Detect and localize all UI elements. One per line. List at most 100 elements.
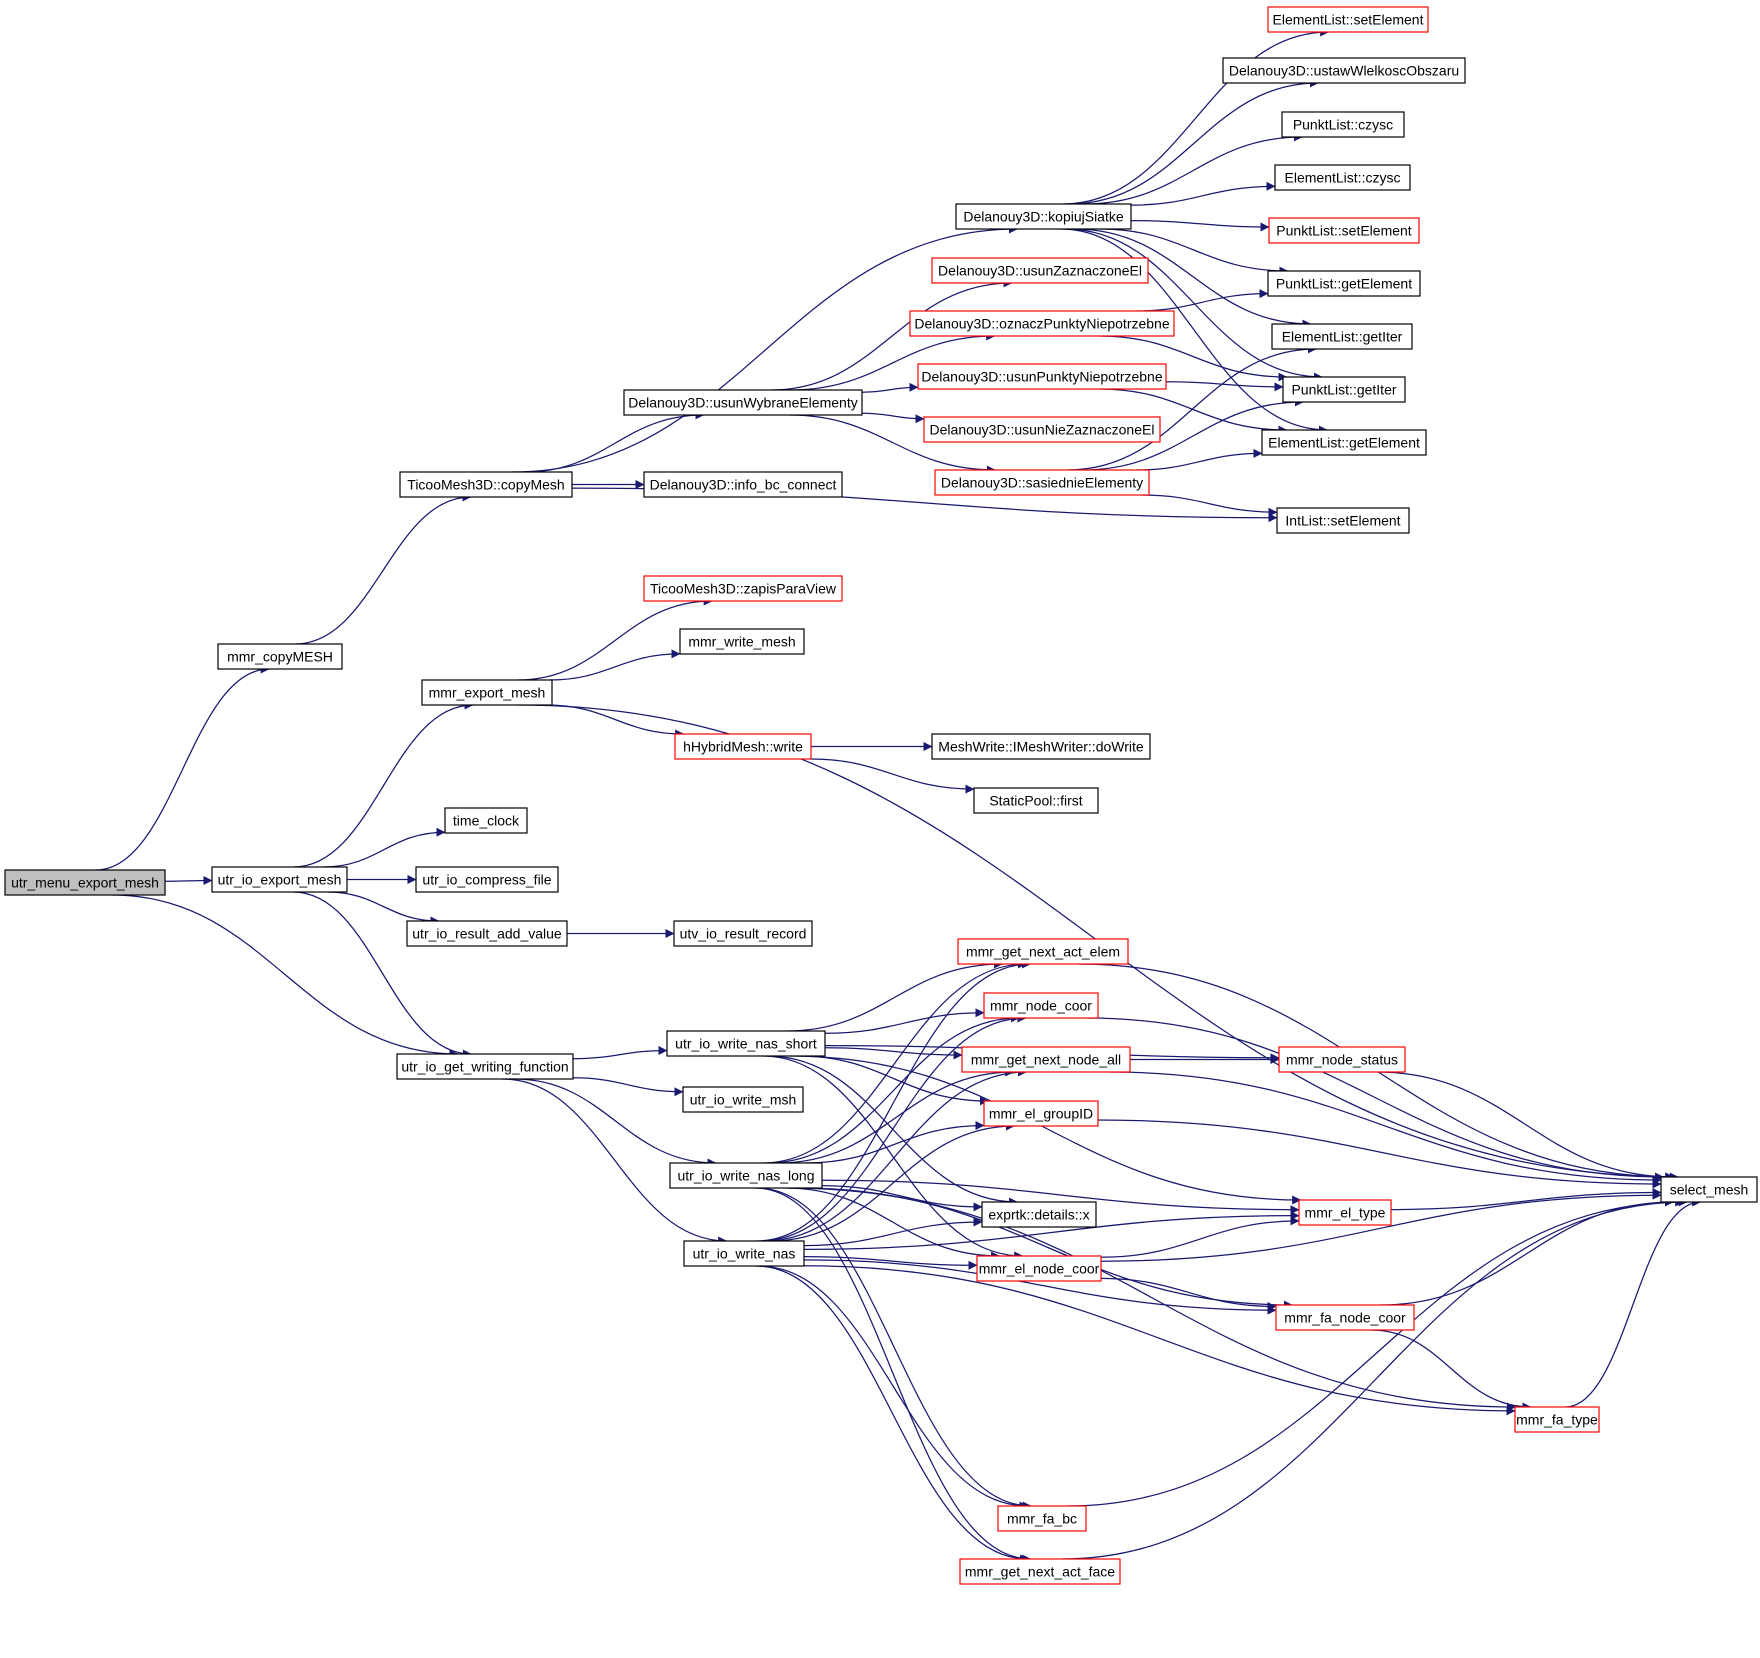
node-timeClock[interactable]: time_clock [444, 807, 528, 834]
node-nasShort[interactable]: utr_io_write_nas_short [666, 1030, 826, 1057]
node-export[interactable]: utr_io_export_mesh [211, 866, 348, 893]
node-label: Delanouy3D::oznaczPunktyNiepotrzebne [914, 316, 1169, 332]
node-label: mmr_get_next_node_all [971, 1052, 1121, 1068]
edge-usunPunkty-to-elGetEl [1099, 388, 1288, 435]
node-box [1276, 507, 1410, 534]
edge-sasiednie-to-elGetIter [1067, 344, 1317, 471]
node-resultRecord[interactable]: utv_io_result_record [673, 920, 813, 947]
node-label: ElementList::setElement [1273, 12, 1424, 28]
node-msh[interactable]: utr_io_write_msh [682, 1086, 804, 1113]
node-nasLong[interactable]: utr_io_write_nas_long [669, 1162, 823, 1189]
node-doWrite[interactable]: MeshWrite::IMeshWriter::doWrite [931, 733, 1151, 760]
node-box [683, 1240, 805, 1267]
node-faNodeCoor[interactable]: mmr_fa_node_coor [1275, 1304, 1415, 1331]
node-compress[interactable]: utr_io_compress_file [415, 866, 559, 893]
node-label: mmr_node_status [1286, 1052, 1398, 1068]
node-box [917, 363, 1167, 390]
edge-kopiuj-to-elCzysc [1130, 181, 1276, 206]
node-usunZazn[interactable]: Delanouy3D::usunZaznaczoneEl [931, 257, 1149, 284]
edge-nas-to-nextNodeAll [763, 1067, 1027, 1242]
node-box [1267, 6, 1429, 33]
edge-nasShort-to-nextActElem [786, 959, 1004, 1032]
node-label: hHybridMesh::write [683, 739, 803, 755]
node-selectMesh[interactable]: select_mesh [1660, 1176, 1758, 1203]
node-box [1282, 376, 1406, 403]
node-oznacz[interactable]: Delanouy3D::oznaczPunktyNiepotrzebne [909, 310, 1175, 337]
node-exprtk[interactable]: exprtk::details::x [981, 1201, 1097, 1228]
edge-faType-to-selectMesh [1565, 1197, 1702, 1408]
node-label: IntList::setElement [1285, 513, 1400, 529]
node-label: ElementList::czysc [1285, 170, 1401, 186]
node-label: utr_io_write_nas_long [678, 1168, 815, 1184]
node-elNodeCoor[interactable]: mmr_el_node_coor [976, 1255, 1102, 1282]
node-label: mmr_export_mesh [429, 685, 546, 701]
node-box [923, 416, 1161, 443]
edge-faNodeCoor-to-faType [1370, 1329, 1532, 1412]
node-label: mmr_write_mesh [688, 634, 795, 650]
node-label: Delanouy3D::usunNieZaznaczoneEl [930, 422, 1155, 438]
node-box [981, 1201, 1097, 1228]
node-label: mmr_el_type [1305, 1205, 1386, 1221]
node-hybrid[interactable]: hHybridMesh::write [674, 733, 812, 760]
node-writeMesh[interactable]: mmr_write_mesh [679, 628, 805, 655]
node-exportMesh[interactable]: mmr_export_mesh [421, 679, 553, 706]
node-box [1278, 1046, 1406, 1073]
node-faBc[interactable]: mmr_fa_bc [997, 1505, 1087, 1532]
edge-copyMESH-to-copyMesh [294, 492, 472, 645]
node-elSet[interactable]: ElementList::setElement [1267, 6, 1429, 33]
node-infobc[interactable]: Delanouy3D::info_bc_connect [643, 471, 843, 498]
node-usunWybrane[interactable]: Delanouy3D::usunWybraneElementy [623, 389, 863, 416]
node-elCzysc[interactable]: ElementList::czysc [1274, 164, 1411, 191]
node-intSet[interactable]: IntList::setElement [1276, 507, 1410, 534]
node-label: utr_io_write_msh [690, 1092, 797, 1108]
edge-nas-to-faBc [758, 1265, 1029, 1511]
node-box [983, 1100, 1099, 1127]
node-box [976, 1255, 1102, 1282]
node-usunPunkty[interactable]: Delanouy3D::usunPunktyNiepotrzebne [917, 363, 1167, 390]
node-label: Delanouy3D::usunWybraneElementy [628, 395, 857, 411]
node-elGetEl[interactable]: ElementList::getElement [1261, 429, 1427, 456]
node-getwf[interactable]: utr_io_get_writing_function [396, 1053, 574, 1080]
edge-kopiuj-to-elSet [1062, 27, 1330, 205]
node-ptCzysc[interactable]: PunktList::czysc [1281, 111, 1405, 138]
node-nextActFace[interactable]: mmr_get_next_act_face [959, 1558, 1121, 1585]
node-label: mmr_fa_type [1516, 1412, 1598, 1428]
node-nas[interactable]: utr_io_write_nas [683, 1240, 805, 1267]
node-ptGetIter[interactable]: PunktList::getIter [1282, 376, 1406, 403]
node-nodeCoor[interactable]: mmr_node_coor [983, 992, 1099, 1019]
node-elType[interactable]: mmr_el_type [1298, 1199, 1392, 1226]
node-zapis[interactable]: TicooMesh3D::zapisParaView [643, 575, 843, 602]
node-ptGetEl[interactable]: PunktList::getElement [1267, 270, 1421, 297]
node-copyMESH[interactable]: mmr_copyMESH [217, 643, 343, 670]
node-nodeStatus[interactable]: mmr_node_status [1278, 1046, 1406, 1073]
edge-nasLong-to-groupID [805, 1121, 985, 1164]
node-groupID[interactable]: mmr_el_groupID [983, 1100, 1099, 1127]
edge-copyMesh-to-kopiuj [511, 224, 1018, 473]
node-copyMesh[interactable]: TicooMesh3D::copyMesh [399, 471, 573, 498]
node-faType[interactable]: mmr_fa_type [1514, 1406, 1600, 1433]
node-staticPool[interactable]: StaticPool::first [973, 787, 1099, 814]
node-sasiednie[interactable]: Delanouy3D::sasiednieElementy [934, 469, 1150, 496]
edge-nasLong-to-elNodeCoor [785, 1187, 1001, 1261]
node-nextActElem[interactable]: mmr_get_next_act_elem [957, 938, 1129, 965]
node-box [959, 1558, 1121, 1585]
node-box [623, 389, 863, 416]
edge-oznacz-to-ptGetIter [1099, 335, 1288, 382]
node-kopiuj[interactable]: Delanouy3D::kopiujSiatke [955, 203, 1132, 230]
edge-nasLong-to-faType [787, 1187, 1516, 1412]
node-ptSet[interactable]: PunktList::setElement [1268, 217, 1420, 244]
node-box [399, 471, 573, 498]
node-box [666, 1030, 826, 1057]
edge-nasShort-to-elNodeCoor [762, 1055, 1024, 1261]
node-ustaw[interactable]: Delanouy3D::ustawWlelkoscObszaru [1222, 57, 1466, 84]
node-label: mmr_el_node_coor [979, 1261, 1100, 1277]
edge-nas-to-nextActElem [756, 959, 1032, 1242]
node-box [1271, 323, 1413, 350]
edge-export-to-addValue [327, 891, 440, 926]
node-box [934, 469, 1150, 496]
node-usunNie[interactable]: Delanouy3D::usunNieZaznaczoneEl [923, 416, 1161, 443]
node-nextNodeAll[interactable]: mmr_get_next_node_all [961, 1046, 1131, 1073]
node-addValue[interactable]: utr_io_result_add_value [406, 920, 568, 947]
node-elGetIter[interactable]: ElementList::getIter [1271, 323, 1413, 350]
